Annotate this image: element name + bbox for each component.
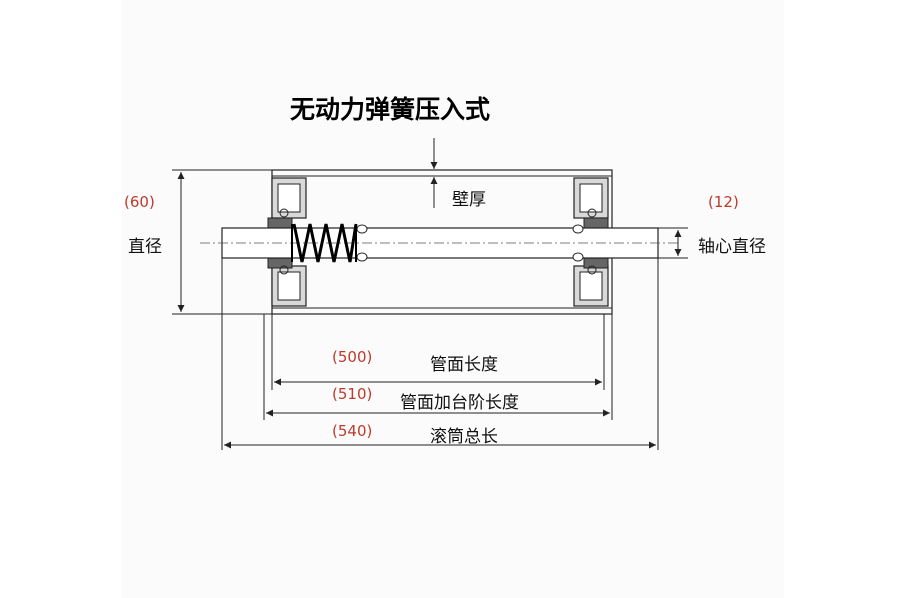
- spring: [291, 223, 358, 263]
- tube-length-label: 管面长度: [430, 355, 498, 375]
- shaft-diameter-label: 轴心直径: [698, 237, 766, 257]
- wall-thickness-label: 壁厚: [452, 190, 486, 210]
- drawing-background: [122, 0, 784, 598]
- tube-length-value: (500): [332, 348, 373, 366]
- total-length-label: 滚筒总长: [430, 427, 498, 447]
- total-length-value: (540): [332, 422, 373, 440]
- tube-step-length-label: 管面加台阶长度: [400, 393, 519, 413]
- right-end-cap: [573, 177, 609, 307]
- left-end-cap: [267, 177, 307, 307]
- tube-step-length-value: (510): [332, 385, 373, 403]
- shaft-diameter-dimension: [658, 227, 688, 259]
- diameter-value: (60): [124, 193, 155, 211]
- diameter-label: 直径: [128, 237, 162, 257]
- length-extension-lines: [221, 258, 659, 450]
- diagram-title: 无动力弹簧压入式: [290, 95, 491, 124]
- shaft-diameter-value: (12): [708, 193, 739, 211]
- shaft: [200, 224, 680, 262]
